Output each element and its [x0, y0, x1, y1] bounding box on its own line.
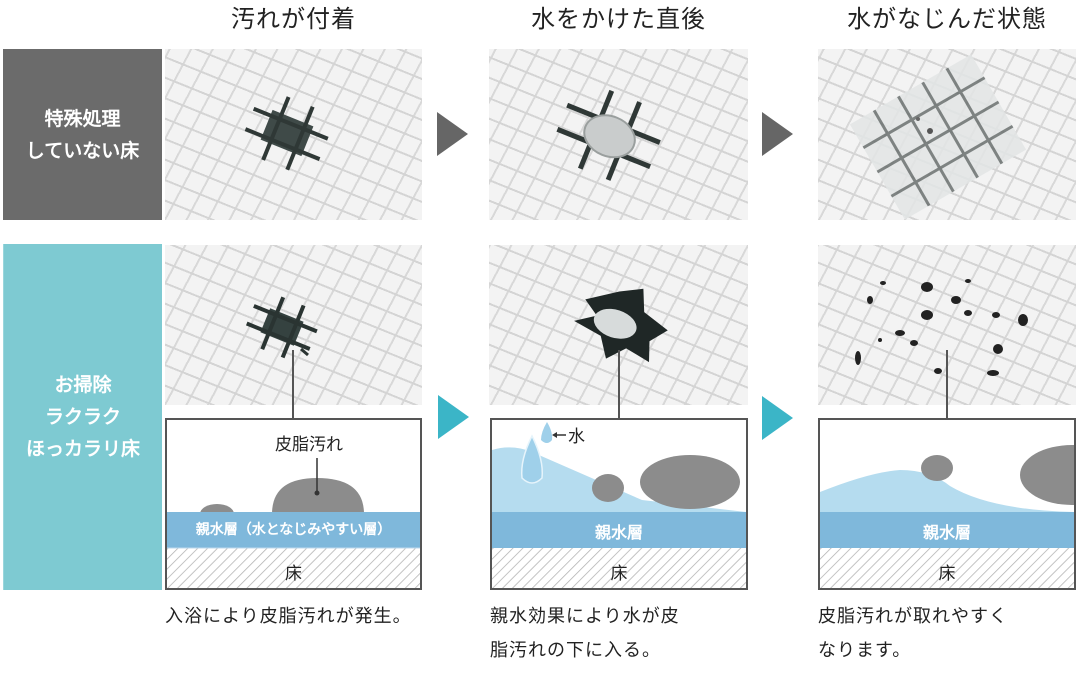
caption-line: 皮脂汚れが取れやすく: [818, 606, 1008, 627]
caption-line: なります。: [818, 640, 912, 661]
cross-section-illustration: [492, 422, 746, 588]
row-label-line: お掃除: [54, 374, 112, 396]
heading-dirt-attached: 汚れが付着: [231, 5, 356, 33]
caption-dirt: 入浴により皮脂汚れが発生。: [165, 600, 435, 634]
heading-after-water: 水をかけた直後: [531, 5, 706, 33]
hydrophilic-layer-label: 親水層: [922, 523, 971, 542]
cross-section-illustration: [167, 458, 420, 588]
row-label-line: していない床: [25, 139, 140, 162]
photo-untreated-dirt: [165, 49, 422, 220]
wet-stain-icon: [556, 89, 661, 181]
photo-treated-after-water: [489, 245, 748, 405]
heading-water-settled: 水がなじんだ状態: [847, 5, 1047, 33]
hydrophilic-layer-label: 親水層: [594, 523, 643, 542]
row-label-line: 特殊処理: [44, 107, 121, 130]
leader-line: [946, 350, 948, 418]
floor-label: 床: [285, 564, 302, 584]
leader-line: [618, 350, 620, 418]
annotation-water: 水: [568, 427, 585, 447]
floor-label: 床: [610, 564, 628, 584]
caption-line: 入浴により皮脂汚れが発生。: [165, 606, 412, 627]
photo-untreated-after-water: [489, 49, 748, 220]
dirt-stain-icon: [244, 96, 329, 171]
cross-section-diagram-dirt: 皮脂汚れ 親水層（水となじみやすい層） 床: [165, 418, 422, 590]
caption-line: 親水効果により水が皮: [490, 606, 680, 627]
floor-label: 床: [938, 564, 956, 584]
row-label-treated-floor: お掃除 ラクラク ほっカラリ床: [3, 244, 162, 590]
row-label-untreated-floor: 特殊処理 していない床: [3, 49, 162, 220]
arrow-right-icon: [762, 112, 793, 156]
arrow-right-icon: [762, 396, 793, 440]
arrow-right-icon: [438, 395, 469, 439]
photo-treated-dirt: [165, 245, 422, 405]
arrow-right-icon: [437, 112, 468, 156]
cross-section-illustration: [820, 445, 1074, 588]
annotation-sebum-dirt: 皮脂汚れ: [275, 435, 343, 455]
dirt-stain-icon: [245, 296, 318, 359]
leader-line: [292, 350, 294, 418]
hydrophilic-layer-label: 親水層（水となじみやすい層）: [195, 522, 392, 538]
photo-untreated-water-settled: [818, 49, 1076, 220]
wet-stain-icon: [574, 288, 668, 363]
caption-after-water: 親水効果により水が皮 脂汚れの下に入る。: [490, 600, 760, 668]
scattered-dirt-icon: [855, 279, 1028, 376]
row-label-line: ほっカラリ床: [25, 438, 140, 460]
cross-section-diagram-settled: 親水層 床: [818, 418, 1076, 590]
row-label-line: ラクラク: [44, 406, 121, 428]
cross-section-diagram-water: 水 親水層 床: [490, 418, 748, 590]
spread-stain-icon: [849, 54, 1027, 220]
caption-water-settled: 皮脂汚れが取れやすく なります。: [818, 600, 1080, 668]
caption-line: 脂汚れの下に入る。: [490, 640, 661, 661]
